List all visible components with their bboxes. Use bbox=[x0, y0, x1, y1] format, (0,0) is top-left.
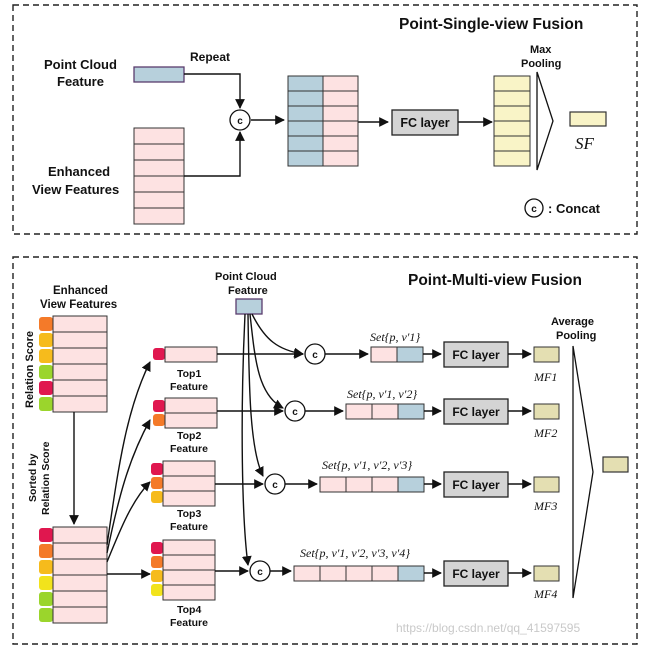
top-fc-label: FC layer bbox=[400, 116, 449, 130]
top-fc-layer: FC layer bbox=[391, 109, 459, 136]
pooling-triangle-icon bbox=[536, 71, 554, 171]
top-panel-title: Point-Single-view Fusion bbox=[399, 16, 583, 33]
top3-label-2: Feature bbox=[170, 521, 208, 533]
average-pooled-feature bbox=[602, 456, 629, 473]
bottom-point-cloud-label-2: Feature bbox=[228, 285, 268, 297]
sf-output-label: SF bbox=[575, 134, 595, 153]
repeat-label: Repeat bbox=[190, 50, 230, 64]
sorted-label-1: Sorted by bbox=[27, 453, 39, 502]
top3-label-1: Top3 bbox=[177, 508, 201, 520]
top4-label-1: Top4 bbox=[177, 604, 201, 616]
point-single-view-fusion-panel: Point-Single-view Fusion Point Cloud Fea… bbox=[12, 4, 638, 235]
topk-row-4: Top4 Feature c Set{p, v′1, v′2, v′3, v′4… bbox=[151, 539, 560, 629]
top2-label-2: Feature bbox=[170, 443, 208, 455]
sf-output-feature bbox=[569, 111, 607, 127]
average-pooling-label-2: Pooling bbox=[556, 330, 596, 342]
top-concat-node: c bbox=[229, 109, 251, 131]
top-connectors bbox=[184, 73, 493, 177]
mf-label-1: MF1 bbox=[533, 370, 557, 384]
top1-label-2: Feature bbox=[170, 381, 208, 393]
svg-text:c: c bbox=[257, 567, 263, 578]
bottom-enhanced-view-features bbox=[39, 315, 108, 413]
average-pooling-label-1: Average bbox=[551, 316, 594, 328]
set-label-1: Set{p, v′1} bbox=[370, 330, 420, 344]
max-pooling-label-1: Max bbox=[530, 44, 552, 56]
legend-concat-label: : Concat bbox=[548, 201, 601, 216]
mf-label-3: MF3 bbox=[533, 499, 557, 513]
concat-legend: c : Concat bbox=[524, 198, 601, 218]
mf-label-4: MF4 bbox=[533, 587, 557, 601]
top-fc-output-column bbox=[493, 75, 531, 167]
topk-rows: Top1 Feature c Set{p, v′1} FC layer MF1 bbox=[151, 330, 560, 629]
top4-label-2: Feature bbox=[170, 617, 208, 629]
top-point-cloud-label-1: Point Cloud bbox=[44, 57, 117, 72]
fc-label-2: FC layer bbox=[452, 405, 500, 419]
relation-score-label: Relation Score bbox=[24, 331, 36, 408]
svg-text:c: c bbox=[272, 480, 278, 491]
set-label-2: Set{p, v′1, v′2} bbox=[347, 387, 417, 401]
bottom-point-cloud-feature bbox=[235, 298, 263, 315]
top-point-cloud-feature bbox=[133, 66, 185, 83]
top-enhanced-label-2: View Features bbox=[32, 182, 119, 197]
pooling-triangle-icon bbox=[572, 345, 594, 599]
fc-label-3: FC layer bbox=[452, 478, 500, 492]
point-multi-view-fusion-panel: Point-Multi-view Fusion Enhanced View Fe… bbox=[12, 256, 638, 645]
sorted-view-features bbox=[39, 526, 108, 624]
topk-row-3: Top3 Feature c Set{p, v′1, v′2, v′3} FC … bbox=[151, 458, 560, 533]
topk-row-1: Top1 Feature c Set{p, v′1} FC layer MF1 bbox=[153, 330, 560, 393]
bottom-panel-border bbox=[12, 256, 638, 645]
sorted-label-2: Relation Score bbox=[40, 441, 52, 515]
max-pooling-label-2: Pooling bbox=[521, 58, 561, 70]
point-cloud-broadcast-arrows bbox=[241, 313, 304, 566]
top1-label-1: Top1 bbox=[177, 368, 201, 380]
top-point-cloud-label-2: Feature bbox=[57, 74, 104, 89]
bottom-enhanced-label-2: View Features bbox=[40, 299, 117, 311]
topk-row-2: Top2 Feature c Set{p, v′1, v′2} FC layer… bbox=[153, 387, 560, 455]
top-enhanced-label-1: Enhanced bbox=[48, 164, 110, 179]
legend-concat-symbol: c bbox=[531, 204, 537, 215]
svg-text:c: c bbox=[312, 350, 318, 361]
top2-label-1: Top2 bbox=[177, 430, 201, 442]
watermark: https://blog.csdn.net/qq_41597595 bbox=[396, 621, 580, 635]
set-label-3: Set{p, v′1, v′2, v′3} bbox=[322, 458, 412, 472]
concat-circle-icon bbox=[524, 198, 544, 218]
fc-label-4: FC layer bbox=[452, 567, 500, 581]
top-panel-border bbox=[12, 4, 638, 235]
bottom-enhanced-label-1: Enhanced bbox=[53, 285, 108, 297]
mf-label-2: MF2 bbox=[533, 426, 557, 440]
topk-selection-arrows bbox=[69, 361, 151, 579]
top-enhanced-view-features bbox=[133, 127, 185, 225]
fc-label-1: FC layer bbox=[452, 348, 500, 362]
bottom-panel-title: Point-Multi-view Fusion bbox=[408, 272, 582, 289]
top-concatenated-matrix bbox=[287, 75, 359, 167]
bottom-point-cloud-label-1: Point Cloud bbox=[215, 271, 277, 283]
svg-text:c: c bbox=[292, 407, 298, 418]
concat-circle-icon bbox=[229, 109, 251, 131]
set-label-4: Set{p, v′1, v′2, v′3, v′4} bbox=[300, 546, 410, 560]
top-concat-symbol: c bbox=[237, 116, 243, 127]
